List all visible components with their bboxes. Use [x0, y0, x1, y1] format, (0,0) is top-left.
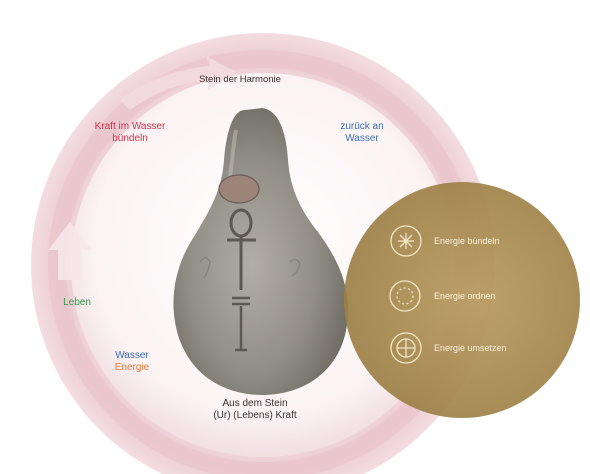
- stone-cartouche: [219, 175, 259, 203]
- left-top-label-line1: Kraft im Wasser: [70, 121, 190, 133]
- left-bottom-label-line1: Wasser: [92, 350, 172, 362]
- bottom-label: Aus dem Stein (Ur) (Lebens) Kraft: [185, 398, 325, 422]
- bottom-label-line1: Aus dem Stein: [185, 398, 325, 410]
- left-bottom-label-line2: Energie: [92, 362, 172, 374]
- right-top-label-line2: Wasser: [322, 133, 402, 145]
- left-top-label: Kraft im Wasser bündeln: [70, 121, 190, 145]
- gold-item-2-label: Energie ordnen: [434, 291, 496, 301]
- left-bottom-label: Wasser Energie: [92, 350, 172, 374]
- bottom-label-line2: (Ur) (Lebens) Kraft: [185, 410, 325, 422]
- left-top-label-line2: bündeln: [70, 133, 190, 145]
- gold-item-3-label: Energie umsetzen: [434, 343, 507, 353]
- gold-item-1-label: Energie bündeln: [434, 236, 500, 246]
- right-top-label: zurück an Wasser: [322, 121, 402, 145]
- right-top-label-line1: zurück an: [322, 121, 402, 133]
- left-mid-label: Leben: [52, 297, 102, 309]
- top-label: Stein der Harmonie: [175, 74, 305, 86]
